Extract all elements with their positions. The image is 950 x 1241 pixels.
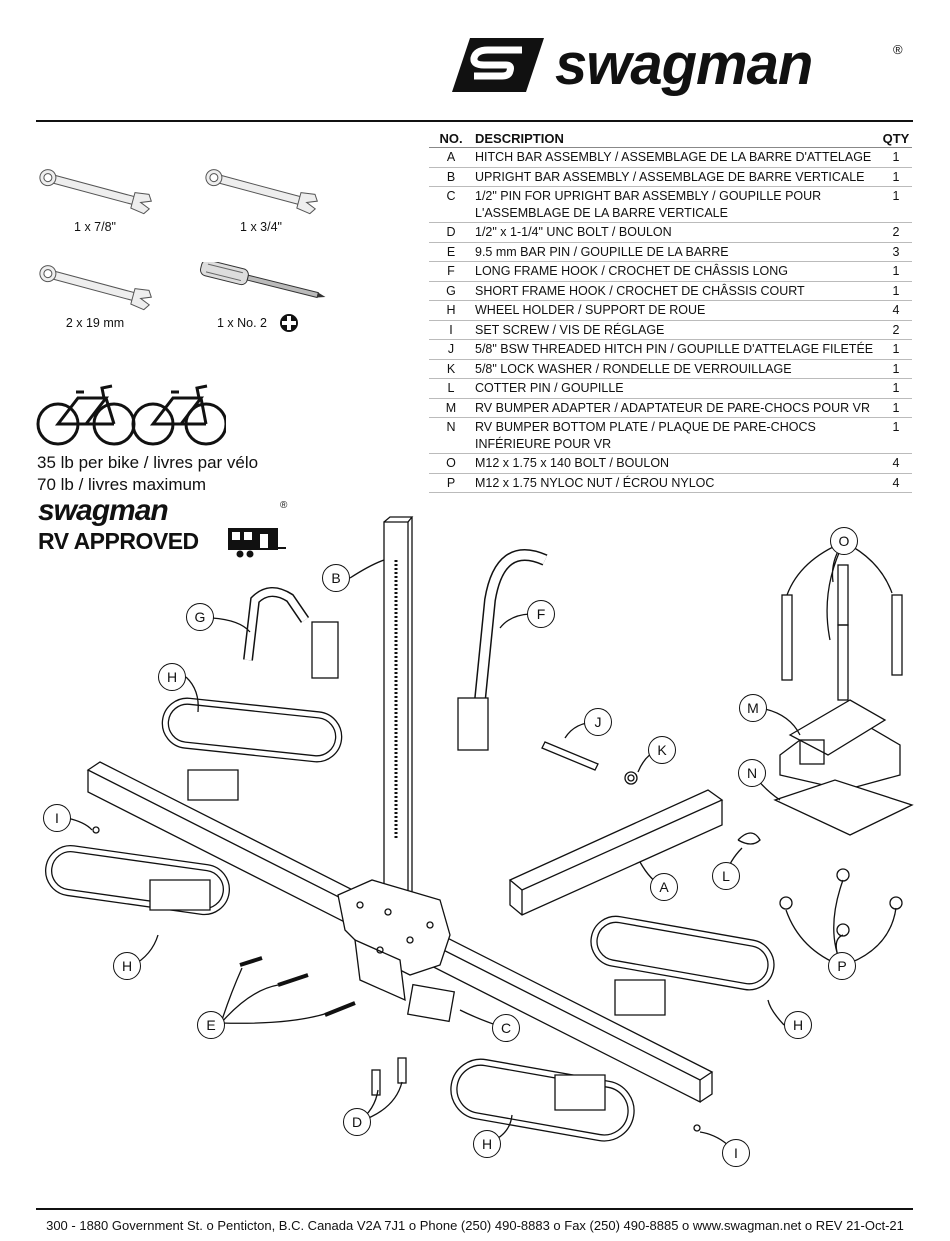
bicycle-icon <box>36 384 226 446</box>
footer-address: 300 - 1880 Government St. o Penticton, B… <box>46 1218 904 1233</box>
hitch-bar <box>508 789 724 916</box>
tool-label: 1 x No. 2 <box>216 316 268 330</box>
small-parts <box>92 741 903 1132</box>
rv-approved-label: RV APPROVED <box>38 528 199 554</box>
callout-h: H <box>473 1130 501 1158</box>
brand-wordmark: swagman <box>555 32 813 97</box>
callout-f: F <box>527 600 555 628</box>
header-description: DESCRIPTION <box>473 130 880 148</box>
callout-p: P <box>828 952 856 980</box>
tool-label: 1 x 3/4" <box>240 220 282 234</box>
callout-b: B <box>322 564 350 592</box>
capacity-per-bike: 35 lb per bike / livres par vélo <box>37 453 259 472</box>
phillips-icon <box>280 314 298 332</box>
rv-bumper-adapter <box>779 699 901 791</box>
callout-g: G <box>186 603 214 631</box>
callout-e: E <box>197 1011 225 1039</box>
callout-i: I <box>722 1139 750 1167</box>
wrench-icon <box>205 169 318 215</box>
callout-j: J <box>584 708 612 736</box>
callout-a: A <box>650 873 678 901</box>
table-header-row: NO. DESCRIPTION QTY <box>429 130 912 148</box>
capacity-text: 35 lb per bike / livres par vélo 70 lb /… <box>37 452 258 496</box>
screwdriver-icon <box>199 262 326 299</box>
tool-label: 2 x 19 mm <box>65 316 125 330</box>
header-qty: QTY <box>880 130 912 148</box>
wheel-holders <box>45 697 775 1142</box>
callout-n: N <box>738 759 766 787</box>
capacity-maximum: 70 lb / livres maximum <box>37 475 207 494</box>
wrench-icon <box>39 265 152 311</box>
rv-bottom-plate <box>773 779 914 836</box>
mount-plate <box>337 879 451 1002</box>
header-no: NO. <box>429 130 473 148</box>
bolts <box>781 564 903 701</box>
swagman-logo-icon <box>452 38 544 92</box>
frame-hooks <box>243 549 548 751</box>
callout-h: H <box>158 663 186 691</box>
rv-badge-registered: ® <box>280 500 288 511</box>
wrench-icon <box>39 169 152 215</box>
callout-h: H <box>784 1011 812 1039</box>
callout-c: C <box>492 1014 520 1042</box>
callout-m: M <box>739 694 767 722</box>
rv-trailer-icon <box>228 528 286 558</box>
rv-badge-brand: swagman <box>38 494 169 527</box>
assembly-diagram <box>45 516 914 1153</box>
callout-o: O <box>830 527 858 555</box>
tool-label: 1 x 7/8" <box>74 220 116 234</box>
registered-mark: ® <box>893 42 903 57</box>
top-divider <box>36 120 913 122</box>
callout-d: D <box>343 1108 371 1136</box>
callout-h: H <box>113 952 141 980</box>
callout-i: I <box>43 804 71 832</box>
callout-l: L <box>712 862 740 890</box>
bottom-divider <box>36 1208 913 1210</box>
upright-bar <box>383 516 414 901</box>
callout-k: K <box>648 736 676 764</box>
